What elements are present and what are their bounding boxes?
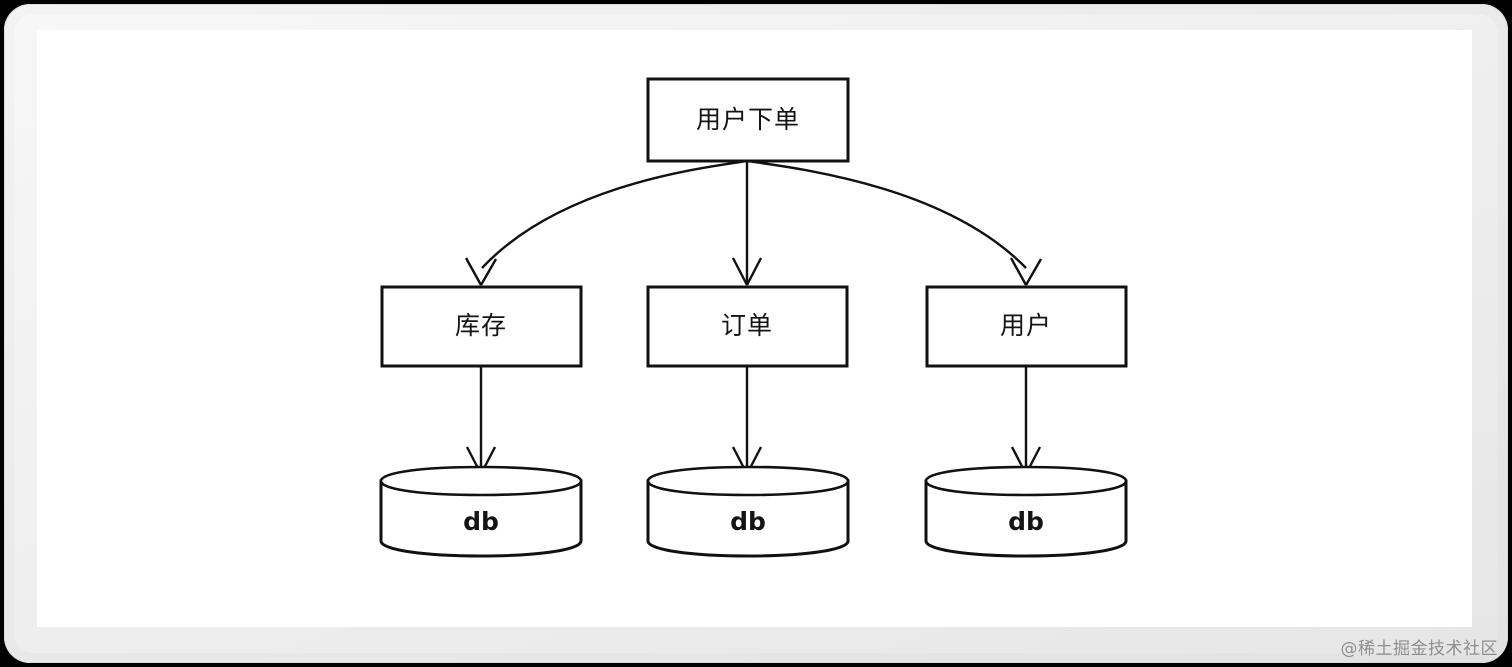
watermark-text: @稀土掘金技术社区 <box>1340 639 1498 659</box>
diagram-canvas <box>37 30 1472 627</box>
